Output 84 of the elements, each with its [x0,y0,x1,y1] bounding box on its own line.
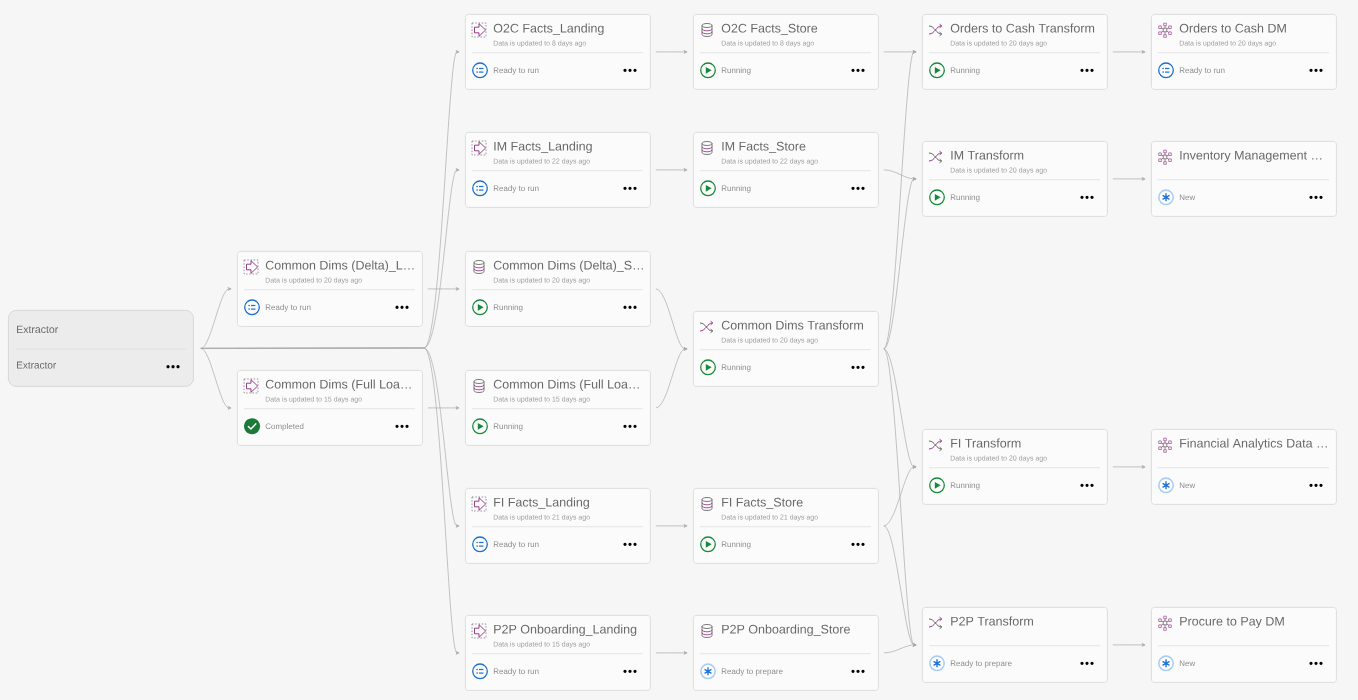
status-label: Running [721,541,751,549]
arrow [883,50,917,350]
arrow [883,643,917,654]
task-card [922,607,1108,683]
arrow [655,168,688,172]
task-title: Orders to Cash DM [1179,23,1286,33]
task-card [922,429,1108,505]
arrow [427,406,460,410]
source-card [8,310,194,387]
task-title: Common Dims (Delta)_L… [265,260,414,273]
task-card [693,311,879,387]
task-title: O2C Facts_Landing [493,23,604,36]
status-label: Ready to run [265,304,311,312]
status-label: Ready to run [493,668,539,676]
arrow [1112,643,1146,647]
status-label: Running [950,482,980,490]
arrow [200,348,232,410]
arrow [655,347,688,409]
status-label: Ready to prepare [950,660,1012,668]
task-title: IM Facts_Store [722,141,806,153]
arrow [1112,50,1146,54]
status-label: New [1179,660,1196,667]
task-title: IM Facts_Landing [494,141,592,154]
task-card [1151,141,1337,217]
status-label: Ready to run [1179,67,1225,75]
status-label: Running [721,67,751,75]
task-card [1151,14,1337,90]
task-title: Extractor [17,325,59,334]
task-title: P2P Transform [951,616,1033,626]
arrow [200,287,232,349]
status-label: Running [493,423,523,431]
task-card [465,132,651,208]
arrow [427,287,460,291]
task-title: O2C Facts_Store [721,23,818,35]
status-label: New [1179,194,1196,201]
status-label: Ready to run [493,185,539,193]
arrow [883,465,917,527]
task-card [465,370,651,446]
subtitle: Extractor [17,361,57,369]
task-card [237,370,423,446]
status-label: Ready to run [493,67,539,75]
task-title: Common Dims (Full Loa… [265,379,411,392]
task-card [1151,607,1337,683]
arrow [200,347,460,655]
status-label: Running [950,67,980,75]
task-card [693,488,879,564]
task-title: FI Facts_Landing [494,497,589,510]
task-title: P2P Onboarding_Landing [494,624,637,637]
task-card [465,14,651,90]
status-label: Running [950,194,980,202]
task-title: FI Transform [951,438,1021,448]
task-card [922,141,1108,217]
arrow [655,524,688,528]
status-label: New [1179,482,1196,489]
arrow [883,177,917,350]
status-label: Ready to run [493,541,539,549]
task-card [465,615,651,691]
task-card [465,251,651,327]
task-title: Procure to Pay DM [1180,616,1284,629]
task-title: Common Dims Transform [721,320,863,330]
status-label: Completed [265,423,304,431]
task-card [465,488,651,564]
task-title: Common Dims (Full Loa… [493,379,639,392]
arrow [655,50,688,54]
task-card [237,251,423,327]
task-title: Orders to Cash Transform [950,23,1095,33]
arrow [655,651,688,655]
status-label: Ready to prepare [721,668,783,676]
arrow [1112,465,1146,469]
task-title: IM Transform [951,150,1024,160]
task-title: Common Dims (Delta)_S… [493,260,643,273]
status-label: Running [493,304,523,312]
status-label: Running [721,185,751,193]
task-card [1151,429,1337,505]
task-title: FI Facts_Store [722,497,803,509]
task-card [922,14,1108,90]
task-title: P2P Onboarding_Store [722,624,850,637]
task-card [693,615,879,691]
status-label: Running [721,364,751,372]
task-title: Financial Analytics Data … [1180,438,1327,451]
task-card [693,14,879,90]
task-title: Inventory Management … [1180,150,1322,163]
task-card [693,132,879,208]
arrow [1112,177,1146,181]
